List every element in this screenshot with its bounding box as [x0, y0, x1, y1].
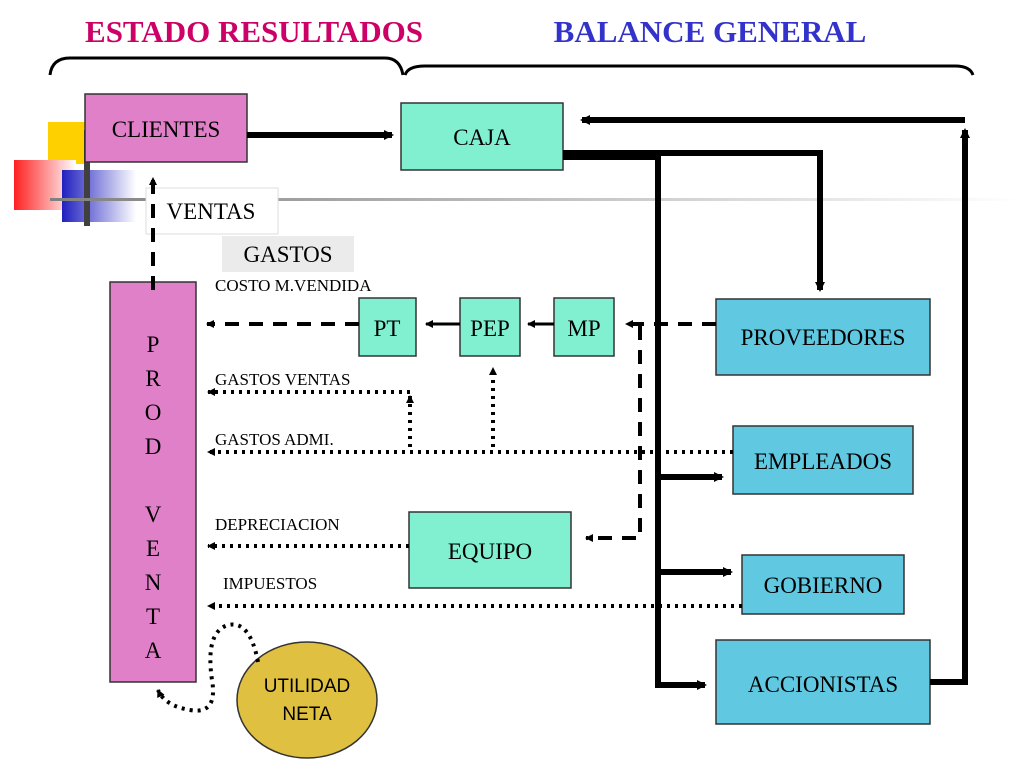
caja-box: CAJA [400, 102, 564, 171]
svg-text:MP: MP [567, 316, 600, 341]
svg-text:VENTAS: VENTAS [167, 199, 256, 224]
svg-text:NETA: NETA [282, 704, 332, 725]
svg-text:CAJA: CAJA [453, 125, 511, 150]
svg-text:T: T [146, 604, 160, 629]
svg-text:O: O [145, 400, 162, 425]
label-impuestos: IMPUESTOS [223, 574, 317, 593]
svg-text:CLIENTES: CLIENTES [112, 117, 221, 142]
gastos-label: GASTOS [222, 236, 354, 272]
svg-text:D: D [145, 434, 162, 459]
empleados-box: EMPLEADOS [732, 425, 914, 495]
svg-text:PROVEEDORES: PROVEEDORES [741, 325, 906, 350]
svg-text:R: R [145, 366, 161, 391]
prod-venta-box: P R O D V E N T A [109, 281, 197, 683]
svg-text:V: V [145, 502, 162, 527]
svg-text:PEP: PEP [470, 316, 510, 341]
accionistas-box: ACCIONISTAS [715, 639, 931, 725]
label-depreciacion: DEPRECIACION [215, 515, 340, 534]
brace-left [48, 56, 405, 76]
thick-arrows [247, 115, 970, 690]
label-gastos-ventas: GASTOS VENTAS [215, 370, 350, 389]
pt-box: PT [358, 297, 417, 357]
mp-box: MP [553, 297, 615, 357]
clientes-box: CLIENTES [84, 93, 248, 163]
ventas-label: VENTAS [145, 187, 279, 235]
proveedores-box: PROVEEDORES [715, 298, 931, 376]
label-costo-m-vendida: COSTO M.VENDIDA [215, 276, 372, 295]
title-estado-resultados: ESTADO RESULTADOS [85, 14, 423, 49]
svg-text:EMPLEADOS: EMPLEADOS [754, 449, 892, 474]
svg-text:EQUIPO: EQUIPO [448, 539, 532, 564]
svg-text:UTILIDAD: UTILIDAD [264, 676, 351, 697]
label-gastos-admi: GASTOS ADMI. [215, 430, 334, 449]
svg-text:N: N [145, 570, 162, 595]
equipo-box: EQUIPO [408, 511, 572, 589]
decorative-squares [14, 122, 1020, 226]
svg-text:GOBIERNO: GOBIERNO [764, 573, 883, 598]
svg-text:A: A [145, 638, 162, 663]
svg-text:P: P [147, 332, 160, 357]
svg-text:PT: PT [374, 316, 401, 341]
utilidad-neta-oval: UTILIDAD NETA [236, 641, 378, 759]
dashed-arrows [149, 177, 716, 542]
svg-text:ACCIONISTAS: ACCIONISTAS [748, 672, 898, 697]
gobierno-box: GOBIERNO [741, 554, 905, 615]
svg-text:GASTOS: GASTOS [243, 242, 332, 267]
title-balance-general: BALANCE GENERAL [554, 14, 867, 49]
dotted-arrows [156, 367, 742, 713]
svg-text:E: E [146, 536, 160, 561]
brace-right [403, 64, 975, 76]
pep-box: PEP [459, 297, 521, 357]
